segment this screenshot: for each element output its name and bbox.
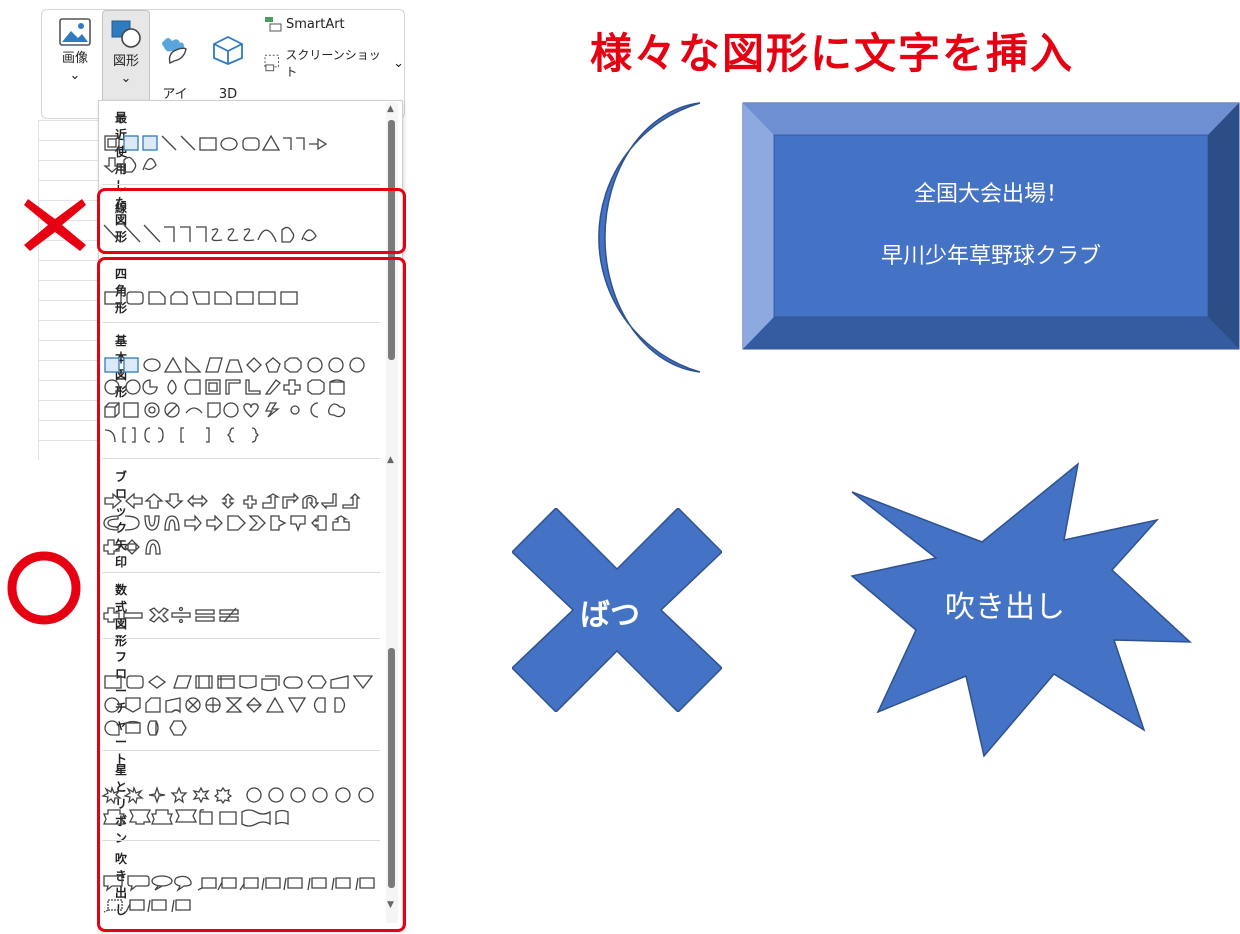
shapes-label: 図形 xyxy=(112,54,139,69)
moon-text: 月 xyxy=(540,226,570,261)
smartart-button[interactable]: SmartArt xyxy=(264,16,345,32)
icons-icon xyxy=(162,38,187,65)
image-button[interactable]: 画像 ⌄ xyxy=(50,10,100,110)
separator xyxy=(102,750,380,751)
bevel-shape[interactable] xyxy=(742,102,1240,350)
multiply-shape[interactable] xyxy=(512,508,722,712)
scrollbar-thumb[interactable] xyxy=(388,120,395,360)
cross-mark-icon xyxy=(24,199,86,251)
page-title: 様々な図形に文字を挿入 xyxy=(590,29,1075,78)
scroll-up-icon-secondary[interactable]: ▲ xyxy=(387,455,394,465)
smartart-label: SmartArt xyxy=(286,16,345,32)
explosion-shape[interactable] xyxy=(850,462,1192,758)
chevron-down-icon: ⌄ xyxy=(69,68,81,83)
chevron-down-icon: ⌄ xyxy=(120,71,132,86)
screenshot-label: スクリーンショット xyxy=(285,48,381,79)
circle-mark-icon xyxy=(7,551,81,625)
worksheet-grid xyxy=(38,120,102,460)
separator xyxy=(102,572,380,573)
category-block-arrows: ブロック矢印 xyxy=(115,470,128,569)
shapes-gallery-panel xyxy=(98,100,403,930)
shape-icons[interactable] xyxy=(0,0,400,934)
shapes-button[interactable]: 図形 ⌄ xyxy=(102,10,150,112)
separator xyxy=(102,458,380,459)
image-icon xyxy=(59,18,91,46)
valid-shapes-highlight-box xyxy=(97,257,406,932)
bevel-text-line2: 早川少年草野球クラブ xyxy=(880,244,1101,269)
shapes-icon xyxy=(111,20,141,48)
category-flowchart: フローチャート xyxy=(115,650,128,766)
screenshot-icon xyxy=(264,54,279,72)
cube-icon xyxy=(213,35,243,65)
moon-shape[interactable] xyxy=(495,100,705,375)
bevel-text-line1: 全国大会出場！ xyxy=(913,182,1068,207)
category-equation-shapes: 数式図形 xyxy=(115,583,128,648)
separator xyxy=(102,638,380,639)
multiply-text: ばつ xyxy=(580,598,640,633)
image-label: 画像 xyxy=(61,51,88,66)
screenshot-button[interactable]: スクリーンショット ⌄ xyxy=(264,46,404,80)
separator xyxy=(102,184,380,185)
chevron-down-icon: ⌄ xyxy=(393,55,404,71)
explosion-text: 吹き出し xyxy=(945,590,1065,625)
separator xyxy=(102,322,380,323)
lines-highlight-box xyxy=(97,188,406,254)
category-rectangles: 四角形 xyxy=(115,267,128,315)
smartart-icon xyxy=(265,17,282,32)
category-lines: 線 xyxy=(115,201,128,215)
scroll-up-icon[interactable]: ▲ xyxy=(387,104,394,114)
scrollbar-thumb-secondary[interactable] xyxy=(388,648,395,888)
separator xyxy=(102,840,380,841)
panel-categories: 最近使用した図形 線 四角形 基本図形 ブロック矢印 数式図形 フローチャート … xyxy=(98,100,127,917)
scroll-down-icon[interactable]: ▼ xyxy=(387,900,394,910)
